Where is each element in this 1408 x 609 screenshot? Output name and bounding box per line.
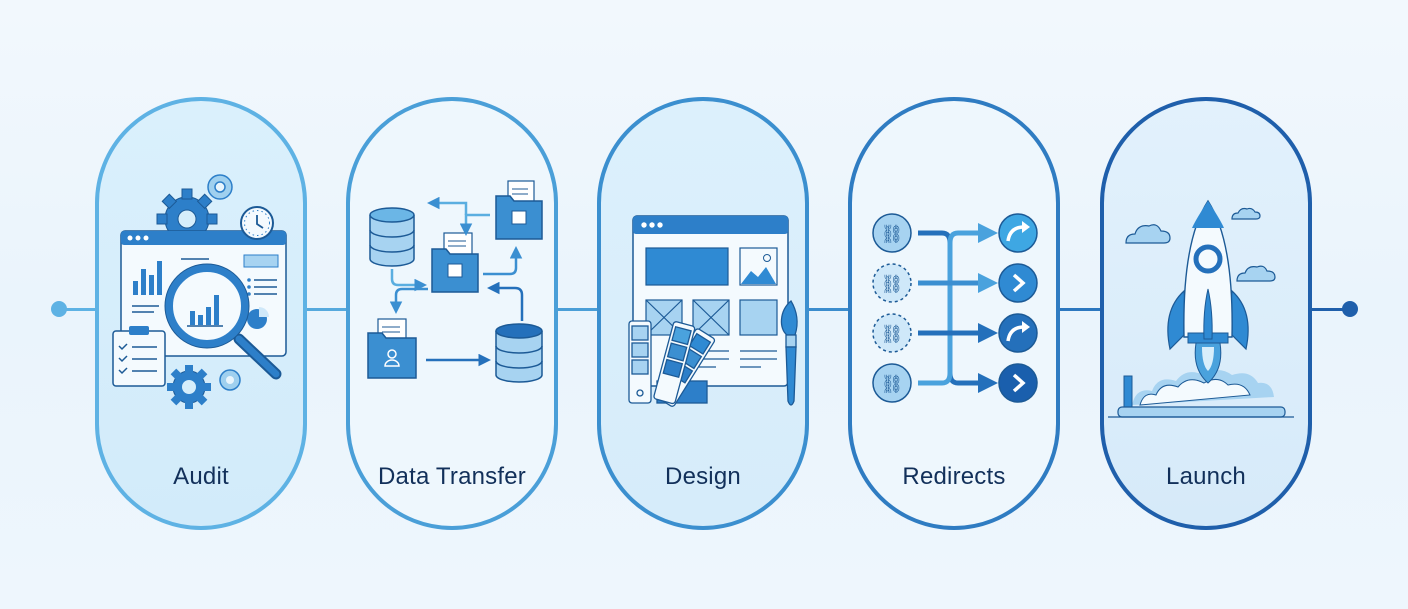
connector-2-3 <box>556 308 599 311</box>
svg-text:⛓: ⛓ <box>881 224 904 245</box>
connector-4-5 <box>1058 308 1102 311</box>
audit-analytics-icon <box>99 161 303 431</box>
database-icon <box>369 207 415 267</box>
end-node <box>1342 301 1358 317</box>
step-data-transfer: Data Transfer <box>346 97 558 530</box>
step-label: Design <box>665 463 741 490</box>
connector-3-4 <box>807 308 850 311</box>
paintbrush-icon <box>780 300 798 406</box>
checklist-icon <box>112 326 166 387</box>
data-transfer-icon <box>350 161 554 431</box>
redirect-arrow-icon <box>998 313 1038 353</box>
step-label: Audit <box>173 463 229 490</box>
gear-icon <box>156 188 218 250</box>
broken-link-icon: ⛓ <box>872 263 912 303</box>
link-icon: ⛓ <box>872 363 912 403</box>
broken-link-icon: ⛓ <box>872 313 912 353</box>
image-placeholder-icon <box>739 247 778 286</box>
folder-user-icon <box>367 318 417 379</box>
link-icon: ⛓ <box>872 213 912 253</box>
connector-1-2 <box>305 308 348 311</box>
gear-icon <box>167 365 211 409</box>
magnifier-icon <box>164 263 282 380</box>
redirect-arrow-icon <box>998 213 1038 253</box>
web-design-icon <box>601 161 805 431</box>
connector-end <box>1310 308 1350 311</box>
chevron-right-icon <box>998 263 1038 303</box>
cloud-icon <box>1125 207 1276 282</box>
step-label: Data Transfer <box>378 463 526 490</box>
redirects-icon: ⛓ ⛓ ⛓ ⛓ <box>852 161 1056 431</box>
svg-text:⛓: ⛓ <box>881 374 904 395</box>
database-icon <box>495 323 543 383</box>
svg-text:⛓: ⛓ <box>881 324 904 345</box>
step-label: Launch <box>1166 463 1246 490</box>
pie-chart-icon <box>247 307 269 329</box>
small-gear-icon <box>219 369 241 391</box>
rocket-launch-icon <box>1104 161 1308 431</box>
svg-text:⛓: ⛓ <box>881 274 904 295</box>
step-design: Design <box>597 97 809 530</box>
connector-start <box>59 308 97 311</box>
folder-box-icon <box>495 180 543 240</box>
step-label: Redirects <box>902 463 1006 490</box>
folder-box-icon <box>431 232 479 293</box>
chevron-right-icon <box>998 363 1038 403</box>
color-swatch-icon <box>628 320 716 407</box>
clock-icon <box>240 206 274 240</box>
smoke-cloud-icon <box>1132 370 1274 406</box>
step-redirects: ⛓ ⛓ ⛓ ⛓ Redirects <box>848 97 1060 530</box>
step-launch: Launch <box>1100 97 1312 530</box>
step-audit: Audit <box>95 97 307 530</box>
small-gear-icon <box>207 174 233 200</box>
